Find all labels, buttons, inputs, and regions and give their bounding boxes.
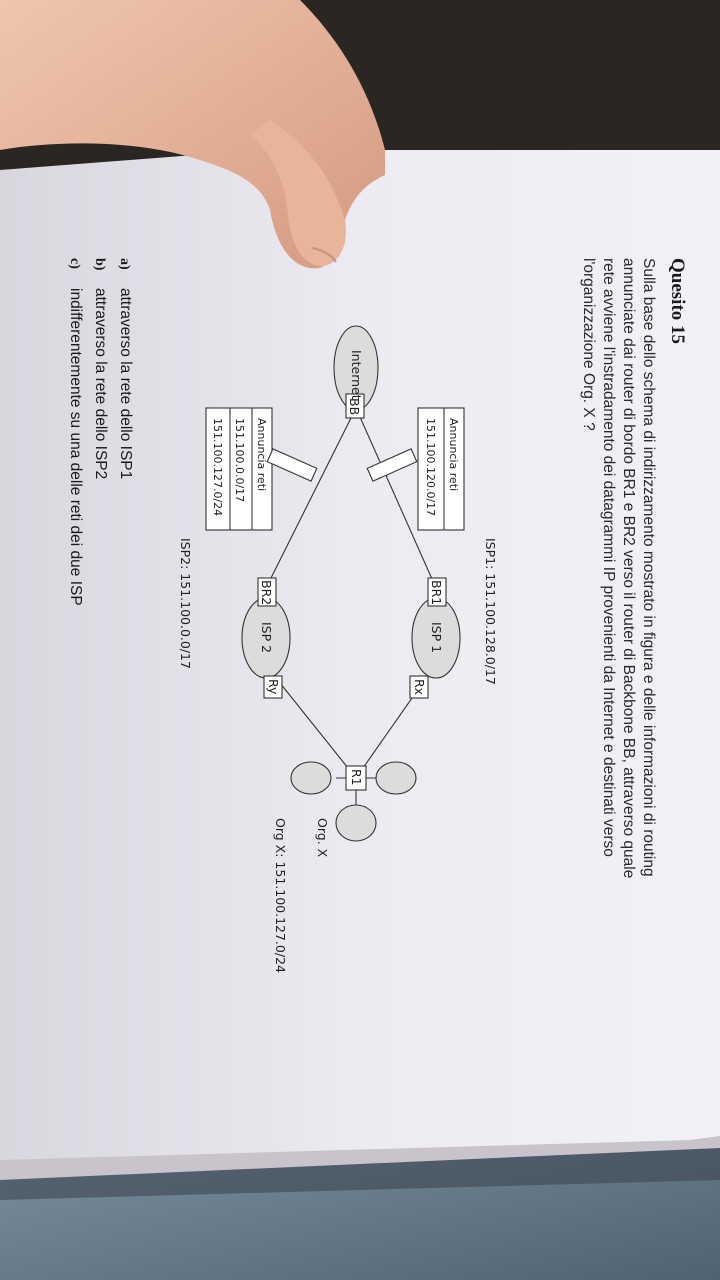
bb-label: BB [347, 398, 362, 415]
announce1-title: Annuncia reti [447, 418, 460, 491]
orgx-label: Org. X [315, 818, 330, 858]
link-bb-br1 [355, 407, 437, 589]
br2-box [257, 577, 277, 607]
br1-box [427, 577, 447, 607]
announce2-title: Annuncia reti [255, 418, 268, 491]
bb-box [345, 393, 365, 419]
announce2-box [205, 407, 273, 531]
isp1-prefix: ISP1: 151.100.128.0/17 [483, 538, 498, 685]
org-cloud-3 [290, 761, 332, 795]
thumbnail [311, 247, 337, 263]
internet-label: Internet [349, 350, 364, 400]
network-diagram [205, 325, 465, 842]
isp2-prefix: ISP2: 151.100.0.0/17 [178, 538, 193, 669]
page-content: Quesito 15 Sulla base dello schema di in… [67, 258, 688, 973]
answer-b-letter: b) [92, 258, 107, 271]
answer-a-text: attraverso la rete dello ISP1 [117, 288, 134, 479]
question-line-2: annunciate dai router di bordo BR1 e BR2… [620, 258, 637, 878]
isp2-cloud-label: ISP 2 [259, 622, 274, 653]
rx-label: Rx [412, 679, 427, 695]
link-bb-br2 [265, 407, 357, 589]
rx-box [409, 675, 429, 699]
answer-a-letter: a) [117, 258, 132, 270]
paper-edge [0, 1136, 720, 1180]
announce2-row-1: 151.100.0.0/17 [233, 418, 246, 502]
paper-sheet [0, 150, 720, 1175]
packet-icon-2 [266, 448, 318, 482]
announce1-box [417, 407, 465, 531]
announce2-row-2: 151.100.127.0/24 [211, 418, 224, 516]
announce1-row-1: 151.100.120.0/17 [424, 418, 437, 516]
isp1-cloud-label: ISP 1 [429, 622, 444, 653]
link-ry-r1 [275, 677, 357, 779]
answer-c-text: indifferentemente su una delle reti dei … [67, 288, 84, 606]
ry-box [263, 675, 283, 699]
thumb [250, 120, 346, 267]
answer-b-text: attraverso la rete dello ISP2 [92, 288, 109, 479]
ry-label: Ry [266, 679, 281, 695]
orgx-prefix: Org X: 151.100.127.0/24 [273, 818, 288, 973]
r1-box [345, 765, 367, 791]
question-line-3: rete avviene l'instradamento dei datagra… [600, 258, 617, 857]
org-cloud-1 [375, 761, 417, 795]
answer-c-letter: c) [67, 258, 82, 269]
r1-label: R1 [349, 769, 364, 786]
question-line-1: Sulla base dello schema di indirizzament… [640, 258, 657, 877]
packet-icon-1 [366, 448, 418, 482]
br1-label: BR1 [429, 580, 444, 605]
question-line-4: l'organizzazione Org. X ? [580, 258, 597, 431]
org-cloud-2 [335, 804, 377, 842]
question-title: Quesito 15 [667, 258, 688, 344]
br2-label: BR2 [259, 580, 274, 605]
